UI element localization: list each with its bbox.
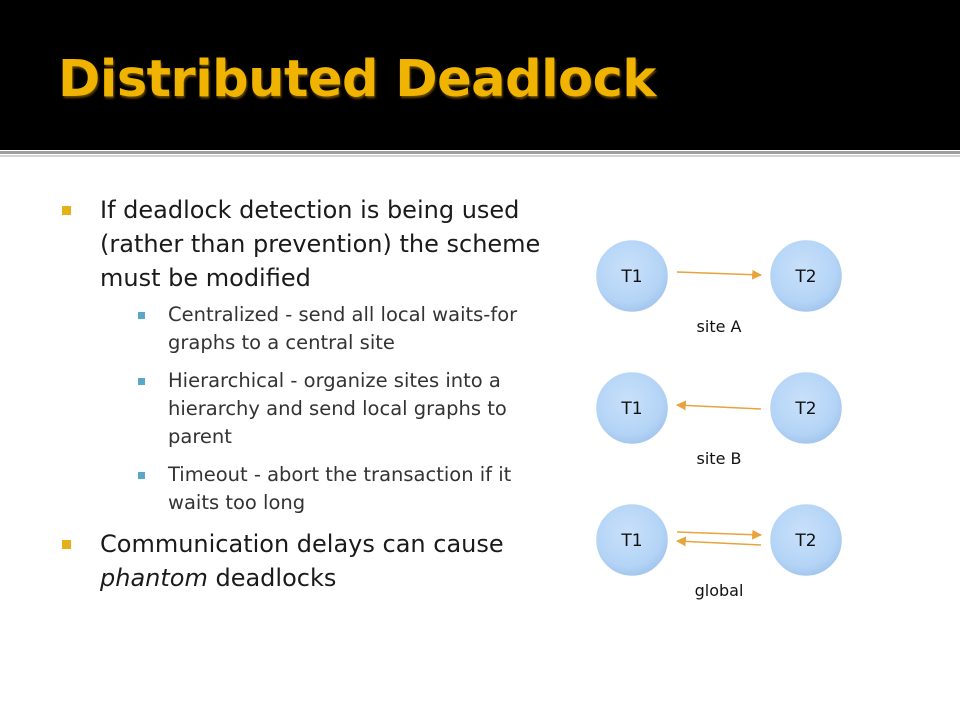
edge-t1-to-t2	[676, 269, 762, 280]
node-t2-circle	[767, 237, 845, 315]
node-t1-label: T1	[620, 399, 642, 419]
bullet-text-before: Communication delays can cause	[100, 530, 504, 558]
node-t2-circle	[767, 369, 845, 447]
node-t1-label: T1	[620, 267, 642, 287]
sub-bullet-text: Hierarchical - organize sites into a hie…	[168, 369, 507, 448]
sub-bullet-marker-icon	[138, 472, 145, 479]
graph-label: site B	[697, 449, 742, 468]
header-divider-light	[0, 155, 960, 157]
sub-bullet-list: Centralized - send all local waits-for g…	[100, 301, 562, 517]
bullet-item: Communication delays can cause phantom d…	[62, 527, 562, 595]
bullet-text: If deadlock detection is being used (rat…	[100, 196, 541, 292]
node-t1-circle	[593, 237, 671, 315]
node-t2-circle	[767, 501, 845, 579]
graph-3: T1 T2 global	[593, 501, 845, 600]
node-t1-circle	[593, 369, 671, 447]
node-t1-label: T1	[620, 531, 642, 551]
node-t2-label: T2	[794, 399, 816, 419]
edge-t2-to-t1	[676, 400, 762, 411]
node-t2-label: T2	[794, 531, 816, 551]
sub-bullet-item: Timeout - abort the transaction if it wa…	[100, 461, 562, 517]
edge-t1-to-t2	[676, 529, 762, 540]
bullet-list: If deadlock detection is being used (rat…	[62, 193, 562, 595]
graph-2: T1 T2 site B	[593, 369, 845, 468]
node-t2-label: T2	[794, 267, 816, 287]
sub-bullet-text: Centralized - send all local waits-for g…	[168, 303, 518, 354]
title-bar: Distributed Deadlock	[0, 0, 960, 150]
edge-t2-to-t1	[676, 536, 762, 547]
bullet-marker-icon	[62, 206, 71, 215]
node-t1-circle	[593, 501, 671, 579]
bullet-emphasis: phantom	[100, 564, 208, 592]
slide-title: Distributed Deadlock	[58, 50, 656, 109]
sub-bullet-marker-icon	[138, 312, 145, 319]
graph-label: site A	[697, 317, 742, 336]
graph-label: global	[695, 581, 744, 600]
graph-1: T1 T2 site A	[593, 237, 845, 336]
sub-bullet-marker-icon	[138, 378, 145, 385]
bullet-item: If deadlock detection is being used (rat…	[62, 193, 562, 517]
header-divider	[0, 151, 960, 154]
sub-bullet-item: Centralized - send all local waits-for g…	[100, 301, 562, 357]
bullet-text-after: deadlocks	[207, 564, 337, 592]
sub-bullet-text: Timeout - abort the transaction if it wa…	[168, 463, 512, 514]
bullet-marker-icon	[62, 540, 71, 549]
sub-bullet-item: Hierarchical - organize sites into a hie…	[100, 367, 562, 451]
